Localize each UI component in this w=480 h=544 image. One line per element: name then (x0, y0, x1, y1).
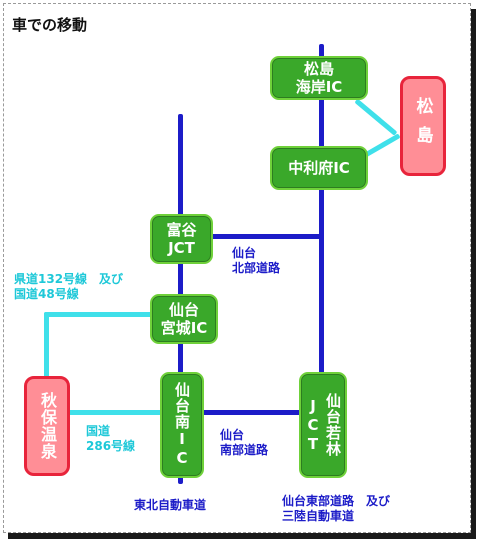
tohoku-expressway-label-text: 東北自動車道 (134, 498, 207, 512)
sendai-minami-ic-box: 仙台南IC (160, 372, 204, 478)
tohoku-expressway-label: 東北自動車道 (134, 498, 206, 513)
sendai-hokubu-label: 仙台 北部道路 (232, 246, 280, 276)
sendai-wakabayashi-jct-box: 仙台若林JCT (299, 372, 347, 478)
rifu-ic-label: 中利府IC (288, 159, 350, 177)
prefectural-road-label: 県道132号線 及び 国道48号線 (14, 272, 123, 302)
sendai-hokubu-label-line2: 北部道路 (232, 261, 281, 275)
sendai-tobu-label-line1: 仙台東部道路 及び (282, 494, 391, 508)
sendai-hokubu-label-line1: 仙台 (232, 246, 257, 260)
tomiya-jct-box: 富谷 JCT (150, 214, 213, 264)
route-286-label: 国道 286号線 (86, 424, 135, 454)
sendai-nanbu-label-line2: 南部道路 (220, 443, 269, 457)
matsushima-kaigan-ic-box: 松島 海岸IC (270, 56, 368, 100)
route-48-horizontal (44, 312, 180, 317)
sendai-nanbu-label: 仙台 南部道路 (220, 428, 268, 458)
matsushima-destination-label: 松島 (412, 97, 433, 155)
route-286-line (68, 410, 180, 415)
matsushima-kaigan-ic-line2: 海岸IC (295, 78, 343, 96)
route-286-label-line2: 286号線 (86, 439, 136, 453)
prefectural-road-label-line1: 県道132号線 及び (14, 272, 124, 286)
akiu-onsen-destination: 秋保温泉 (24, 376, 70, 476)
sendai-hokubu-line (183, 234, 322, 239)
sendai-tobu-label: 仙台東部道路 及び 三陸自動車道 (282, 494, 390, 524)
tomiya-jct-line2: JCT (168, 239, 195, 257)
diagram-frame (3, 3, 471, 533)
sanriku-expressway-line (319, 44, 324, 476)
route-286-label-line1: 国道 (86, 424, 111, 438)
akiu-onsen-destination-label: 秋保温泉 (38, 392, 57, 460)
sendai-nanbu-label-line1: 仙台 (220, 428, 245, 442)
sendai-miyagi-ic-line2: 宮城IC (160, 319, 208, 337)
matsushima-kaigan-ic-line1: 松島 (303, 60, 334, 78)
sendai-miyagi-ic-box: 仙台 宮城IC (150, 294, 218, 344)
matsushima-destination: 松島 (400, 76, 446, 176)
page-title: 車での移動 (12, 16, 88, 34)
rifu-ic-box: 中利府IC (270, 146, 368, 190)
route-48-vertical (44, 312, 49, 380)
sendai-nanbu-line (183, 410, 322, 415)
sendai-miyagi-ic-line1: 仙台 (168, 301, 199, 319)
sendai-wakabayashi-jct-label: 仙台若林JCT (304, 393, 342, 457)
prefectural-road-label-line2: 国道48号線 (14, 287, 79, 301)
sendai-tobu-label-line2: 三陸自動車道 (282, 509, 355, 523)
sendai-minami-ic-label: 仙台南IC (173, 382, 191, 468)
tomiya-jct-line1: 富谷 (166, 221, 197, 239)
